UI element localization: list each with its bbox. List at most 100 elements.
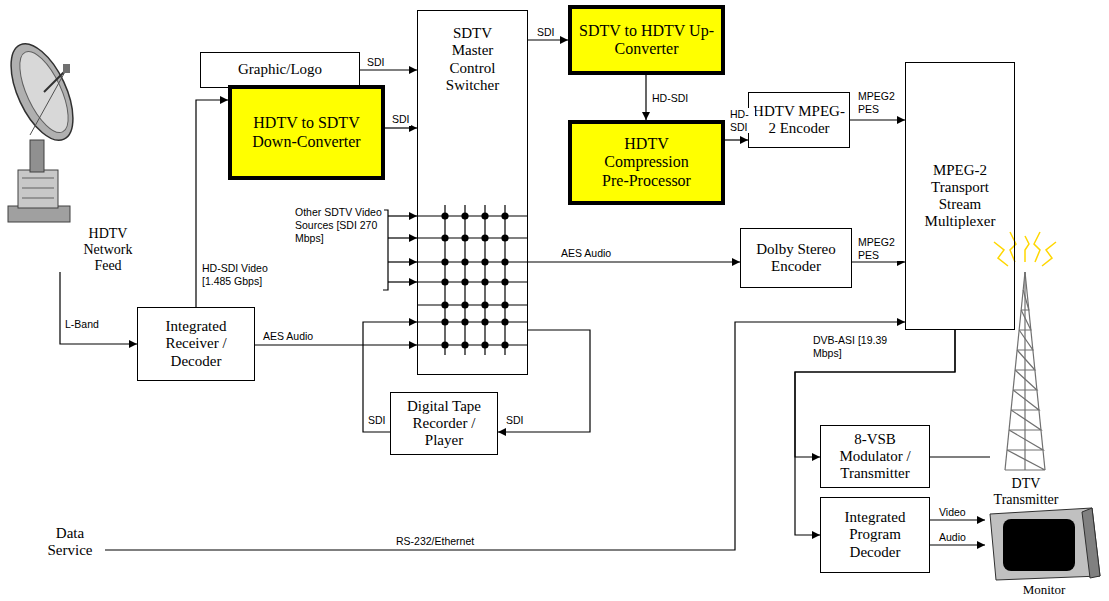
- node-label: Graphic/Logo: [235, 61, 325, 78]
- signal-label: MPEG2 PES: [857, 90, 904, 115]
- signal-label: Audio: [938, 531, 967, 544]
- signal-connector: [645, 75, 646, 120]
- signal-label: SDI: [536, 26, 556, 39]
- signal-label: HD-SDI: [729, 108, 755, 133]
- signal-connector: [528, 261, 740, 262]
- tower-brace: [1021, 290, 1029, 310]
- tower-brace: [1017, 330, 1033, 350]
- tower-brace: [1019, 310, 1031, 330]
- crosspoint-dot: [441, 301, 448, 308]
- crosspoint-dot: [501, 341, 508, 348]
- node-label: HDTV MPEG-2 Encoder: [749, 103, 849, 138]
- crosspoint-dot: [481, 234, 488, 241]
- node-label: HDTV Network Feed: [77, 226, 139, 274]
- crosspoint-dot: [481, 258, 488, 265]
- crosspoint-dot: [461, 212, 468, 219]
- crosspoint-dot: [441, 278, 448, 285]
- tower-brace: [1009, 410, 1041, 430]
- monitor-icon: [990, 508, 1100, 580]
- switcher-box: SDTV Master Control Switcher: [417, 10, 528, 375]
- signal-label: HD-SDI: [651, 92, 689, 105]
- node-label: Digital Tape Recorder / Player: [391, 398, 497, 450]
- crosspoint-dot: [441, 258, 448, 265]
- signal-connector: [360, 69, 417, 70]
- crosspoint-dot: [441, 318, 448, 325]
- node-label: Monitor: [985, 583, 1103, 598]
- crosspoint-dot: [461, 278, 468, 285]
- signal-label: SDI: [505, 414, 525, 427]
- signal-label: Video: [938, 506, 967, 519]
- node-label: Integrated Receiver / Decoder: [138, 318, 254, 370]
- highlighted-box: HDTV to SDTV Down-Converter: [228, 85, 385, 180]
- signal-connector: [105, 322, 905, 550]
- satellite-dish: HDTV Network Feed: [5, 40, 140, 272]
- process-box: Graphic/Logo: [200, 52, 360, 88]
- signal-connector: [850, 119, 905, 120]
- crosspoint-dot: [461, 258, 468, 265]
- crosspoint-dot: [501, 278, 508, 285]
- crosspoint-dot: [461, 234, 468, 241]
- crosspoint-dot: [501, 234, 508, 241]
- source-bracket: [383, 210, 417, 290]
- crosspoint-dot: [441, 212, 448, 219]
- crosspoint-dot: [461, 301, 468, 308]
- crosspoint-dot: [461, 318, 468, 325]
- node-label: HDTV to SDTV Down-Converter: [232, 114, 381, 151]
- tower-brace: [1015, 350, 1035, 370]
- process-box: Digital Tape Recorder / Player: [390, 392, 498, 455]
- crosspoint-matrix: [417, 205, 528, 355]
- crosspoint-dot: [501, 258, 508, 265]
- transmitter-tower: [994, 232, 1056, 470]
- signal-label: AES Audio: [262, 330, 314, 343]
- tower-brace: [1007, 430, 1043, 450]
- node-label: SDTV Master Control Switcher: [435, 25, 511, 94]
- tower-brace: [1013, 370, 1037, 390]
- signal-connector: [528, 39, 568, 40]
- signal-label: DVB-ASI [19.39 Mbps]: [812, 334, 904, 359]
- process-box: HDTV MPEG-2 Encoder: [748, 92, 850, 148]
- signal-label: AES Audio: [560, 247, 612, 260]
- crosspoint-dot: [481, 278, 488, 285]
- signal-connector: [795, 330, 955, 535]
- node-label: 8-VSB Modulator / Transmitter: [821, 431, 929, 483]
- monitor: Monitor: [985, 505, 1103, 599]
- crosspoint-dot: [441, 234, 448, 241]
- signal-label: SDI: [366, 56, 386, 69]
- node-label: MPEG-2 Transport Stream Multiplexer: [906, 162, 1014, 231]
- node-label: HDTV Compression Pre-Processor: [587, 135, 707, 190]
- signal-label: L-Band: [64, 318, 100, 331]
- crosspoint-dot: [501, 212, 508, 219]
- crosspoint-dot: [501, 301, 508, 308]
- crosspoint-dot: [461, 341, 468, 348]
- signal-connector: [930, 456, 990, 457]
- signal-label: SDI: [367, 414, 387, 427]
- signal-connector: [385, 127, 417, 128]
- source-text: Data Service: [35, 520, 105, 565]
- signal-connector: [852, 261, 905, 262]
- process-box: Integrated Receiver / Decoder: [137, 307, 255, 381]
- crosspoint-dots: [441, 212, 508, 348]
- process-box: 8-VSB Modulator / Transmitter: [820, 425, 930, 488]
- crosspoint-dot: [481, 341, 488, 348]
- highlighted-box: HDTV Compression Pre-Processor: [568, 120, 725, 205]
- node-label: Integrated Program Decoder: [821, 509, 929, 561]
- tower-brace: [1011, 390, 1039, 410]
- node-label: Data Service: [35, 525, 105, 560]
- process-box: Dolby Stereo Encoder: [740, 228, 852, 288]
- process-box: Integrated Program Decoder: [820, 497, 930, 573]
- crosspoint-dot: [481, 318, 488, 325]
- crosspoint-dot: [441, 341, 448, 348]
- tower-brace: [1005, 450, 1045, 470]
- node-label: DTV Transmitter: [990, 476, 1062, 508]
- signal-connector: [725, 139, 748, 140]
- signal-label: SDI: [391, 113, 411, 126]
- signal-label: HD-SDI Video [1.485 Gbps]: [201, 262, 288, 287]
- signal-connector: [498, 330, 590, 432]
- node-label: SDTV to HDTV Up-Converter: [572, 22, 721, 59]
- signal-label: RS-232/Ethernet: [395, 535, 475, 548]
- crosspoint-dot: [501, 318, 508, 325]
- crosspoint-dot: [481, 301, 488, 308]
- node-label: Dolby Stereo Encoder: [741, 241, 851, 276]
- source-note: Other SDTV Video Sources [SDI 270 Mbps]: [294, 206, 384, 245]
